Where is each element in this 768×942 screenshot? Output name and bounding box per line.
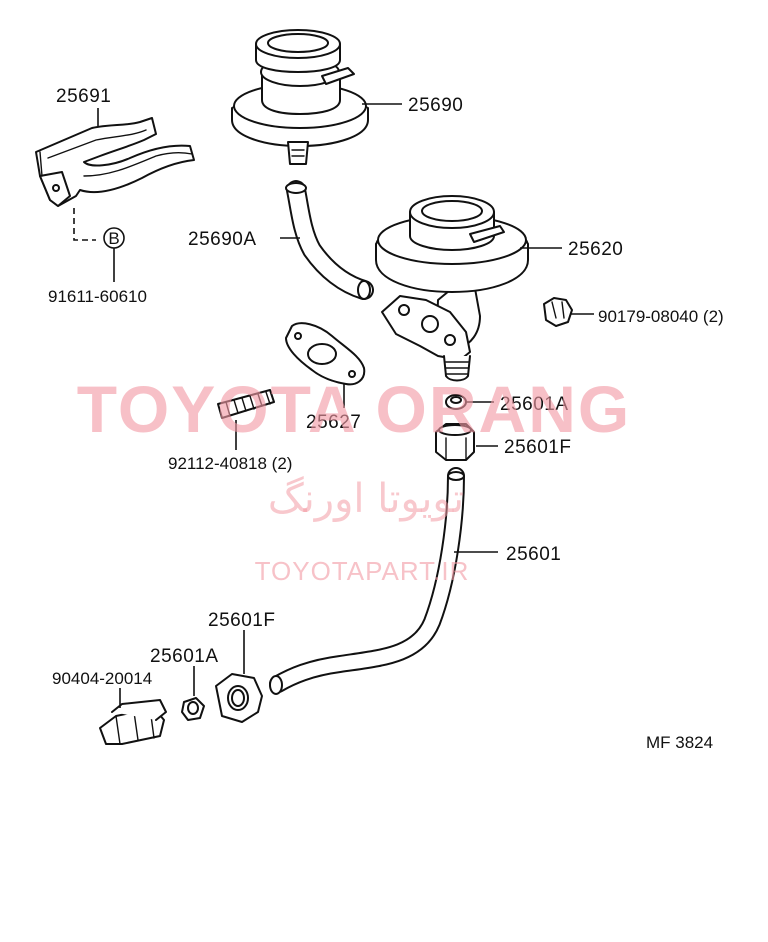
watermark-site: TOYOTAPART.IR	[255, 556, 470, 586]
union-nut-25601F-top	[435, 423, 498, 461]
bracket-25691	[35, 117, 195, 241]
egr-valve-25620	[375, 195, 529, 382]
watermark-main: TOYOTA ORANG	[77, 372, 631, 446]
ferrule-25601A-bottom	[181, 666, 205, 721]
label-25601F-bottom: 25601F	[208, 610, 275, 631]
stud-92112	[217, 389, 275, 450]
label-25601: 25601	[506, 544, 561, 565]
vacuum-modulator-25690	[231, 29, 369, 165]
label-90179: 90179-08040 (2)	[598, 307, 724, 326]
label-25691: 25691	[56, 86, 111, 107]
label-91611: 91611-60610	[48, 287, 147, 306]
label-92112: 92112-40818 (2)	[168, 454, 292, 473]
ferrule-25601A-top	[445, 394, 494, 410]
label-25627: 25627	[306, 412, 361, 433]
diagram-code: MF 3824	[646, 733, 713, 752]
watermark-persian: تویوتا اورنگ	[268, 476, 464, 522]
union-nut-25601F-bottom	[215, 630, 263, 723]
label-25601F-top: 25601F	[504, 437, 571, 458]
fitting-90404	[99, 688, 167, 745]
bolt-mark-b-label: B	[108, 229, 119, 248]
bolt-mark-b: B	[103, 227, 125, 282]
label-25601A-bottom: 25601A	[150, 646, 219, 667]
label-25620: 25620	[568, 239, 623, 260]
label-25690: 25690	[408, 95, 463, 116]
label-25690A: 25690A	[188, 229, 257, 250]
nut-90179	[543, 297, 594, 327]
egr-pipe-25601	[269, 467, 465, 695]
gasket-25627	[285, 322, 366, 408]
label-90404: 90404-20014	[52, 669, 152, 688]
label-25601A-top: 25601A	[500, 394, 569, 415]
hose-25690A	[285, 180, 374, 300]
